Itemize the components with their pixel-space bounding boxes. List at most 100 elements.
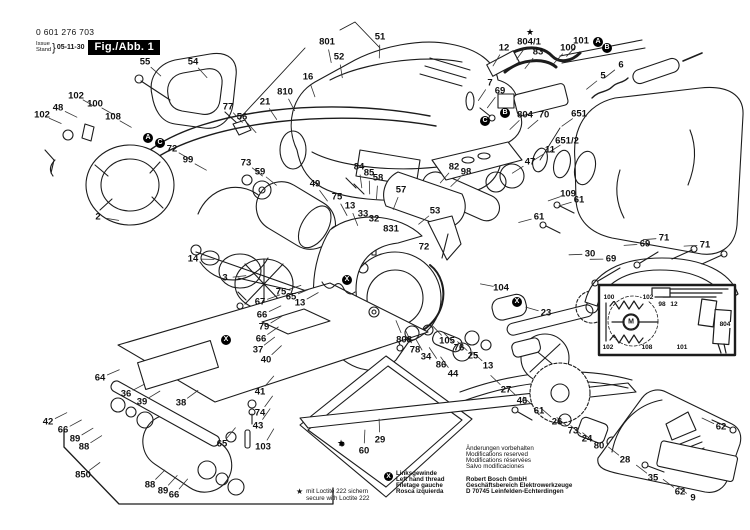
part-label-66: 66 — [57, 424, 69, 436]
part-label-75: 75 — [331, 191, 343, 203]
part-label-100: 100 — [87, 98, 103, 110]
part-label-44: 44 — [447, 368, 459, 380]
belt-cover-shape — [597, 389, 742, 493]
part-label-35: 35 — [647, 472, 659, 484]
wiring-label-98: 98 — [657, 301, 667, 308]
part-label-66: 66 — [168, 489, 180, 501]
wiring-label-108: 108 — [640, 344, 654, 351]
part-label-55: 55 — [139, 56, 151, 68]
part-label-103: 103 — [255, 441, 271, 453]
part-label-61: 61 — [573, 194, 585, 206]
armature-shape — [190, 244, 313, 310]
part-label-62: 62 — [715, 421, 727, 433]
part-label-12: 12 — [498, 42, 510, 54]
part-label-34: 34 — [420, 351, 432, 363]
issue-stand-label: Issue Stand — [36, 40, 52, 53]
part-label-28: 28 — [619, 454, 631, 466]
part-label-86: 86 — [435, 359, 447, 371]
part-label-38: 38 — [175, 397, 187, 409]
marker-a: A — [143, 133, 153, 143]
part-label-77: 77 — [222, 101, 234, 113]
star-icon: ★ — [336, 438, 346, 448]
part-label-66: 66 — [256, 309, 268, 321]
star-icon: ★ — [525, 27, 535, 37]
brace-glyph: } — [52, 41, 56, 54]
part-label-105: 105 — [439, 335, 455, 347]
wiring-label-100: 100 — [602, 294, 616, 301]
part-label-32: 32 — [368, 213, 380, 225]
marker-x: X — [221, 335, 231, 345]
part-label-69: 69 — [639, 238, 651, 250]
part-label-850: 850 — [75, 469, 91, 481]
part-label-61: 61 — [533, 405, 545, 417]
part-label-13: 13 — [482, 360, 494, 372]
part-label-66: 66 — [255, 333, 267, 345]
part-label-56: 56 — [236, 111, 248, 123]
part-label-83: 83 — [532, 46, 544, 58]
part-label-53: 53 — [429, 205, 441, 217]
part-label-59: 59 — [254, 166, 266, 178]
part-label-52: 52 — [333, 51, 345, 63]
part-label-64: 64 — [94, 372, 106, 384]
wiring-schematic — [597, 283, 737, 357]
part-label-9: 9 — [690, 492, 696, 504]
part-label-23: 23 — [540, 307, 552, 319]
wiring-label-804: 804 — [718, 321, 732, 328]
part-label-89: 89 — [157, 485, 169, 497]
part-label-51: 51 — [374, 31, 386, 43]
part-label-13: 13 — [344, 200, 356, 212]
part-label-42: 42 — [42, 416, 54, 428]
part-label-24: 24 — [581, 433, 593, 445]
part-label-3: 3 — [222, 272, 228, 284]
part-label-82: 82 — [448, 161, 460, 173]
part-label-67: 67 — [254, 296, 266, 308]
marker-x: X — [342, 275, 352, 285]
part-label-46: 46 — [516, 395, 528, 407]
part-label-88: 88 — [144, 479, 156, 491]
part-label-60: 60 — [358, 445, 370, 457]
part-label-16: 16 — [302, 71, 314, 83]
part-label-73: 73 — [567, 425, 579, 437]
part-label-57: 57 — [395, 184, 407, 196]
part-label-40: 40 — [260, 354, 272, 366]
part-label-61: 61 — [533, 211, 545, 223]
left-hand-thread-legend: X Linksgewinde Left hand thread Filetage… — [384, 470, 444, 495]
part-label-33: 33 — [357, 208, 369, 220]
part-label-43: 43 — [252, 420, 264, 432]
marker-c: C — [155, 138, 165, 148]
part-number: 0 601 276 703 — [36, 27, 95, 37]
part-label-29: 29 — [374, 434, 386, 446]
part-label-36: 36 — [120, 388, 132, 400]
part-label-26: 26 — [551, 416, 563, 428]
figure-label: Fig./Abb. 1 — [88, 40, 161, 55]
part-label-651: 651 — [571, 108, 587, 120]
part-label-75: 75 — [275, 286, 287, 298]
wiring-label-102: 102 — [641, 294, 655, 301]
part-label-2: 2 — [95, 211, 101, 223]
part-label-76: 76 — [453, 342, 465, 354]
part-label-6: 6 — [618, 59, 624, 71]
part-label-80: 80 — [593, 440, 605, 452]
marker-b: B — [602, 43, 612, 53]
wiring-label-12: 12 — [669, 301, 679, 308]
switch-cable-shape — [465, 39, 646, 122]
marker-b: B — [500, 108, 510, 118]
part-label-14: 14 — [187, 253, 199, 265]
stator-shape — [44, 123, 175, 226]
part-label-27: 27 — [500, 384, 512, 396]
base-plate-shape — [117, 282, 637, 498]
dust-bag-shape — [532, 86, 744, 255]
part-label-70: 70 — [538, 109, 550, 121]
part-label-88: 88 — [78, 441, 90, 453]
part-label-109: 109 — [560, 188, 576, 200]
part-label-62: 62 — [674, 486, 686, 498]
part-label-13: 13 — [294, 297, 306, 309]
circled-x-icon: X — [384, 472, 393, 481]
part-label-58: 58 — [372, 172, 384, 184]
part-label-804/1: 804/1 — [517, 36, 541, 48]
part-label-47: 47 — [524, 156, 536, 168]
gear-train-shape — [464, 290, 618, 448]
part-label-21: 21 — [259, 96, 271, 108]
front-roller-shape — [63, 380, 334, 505]
